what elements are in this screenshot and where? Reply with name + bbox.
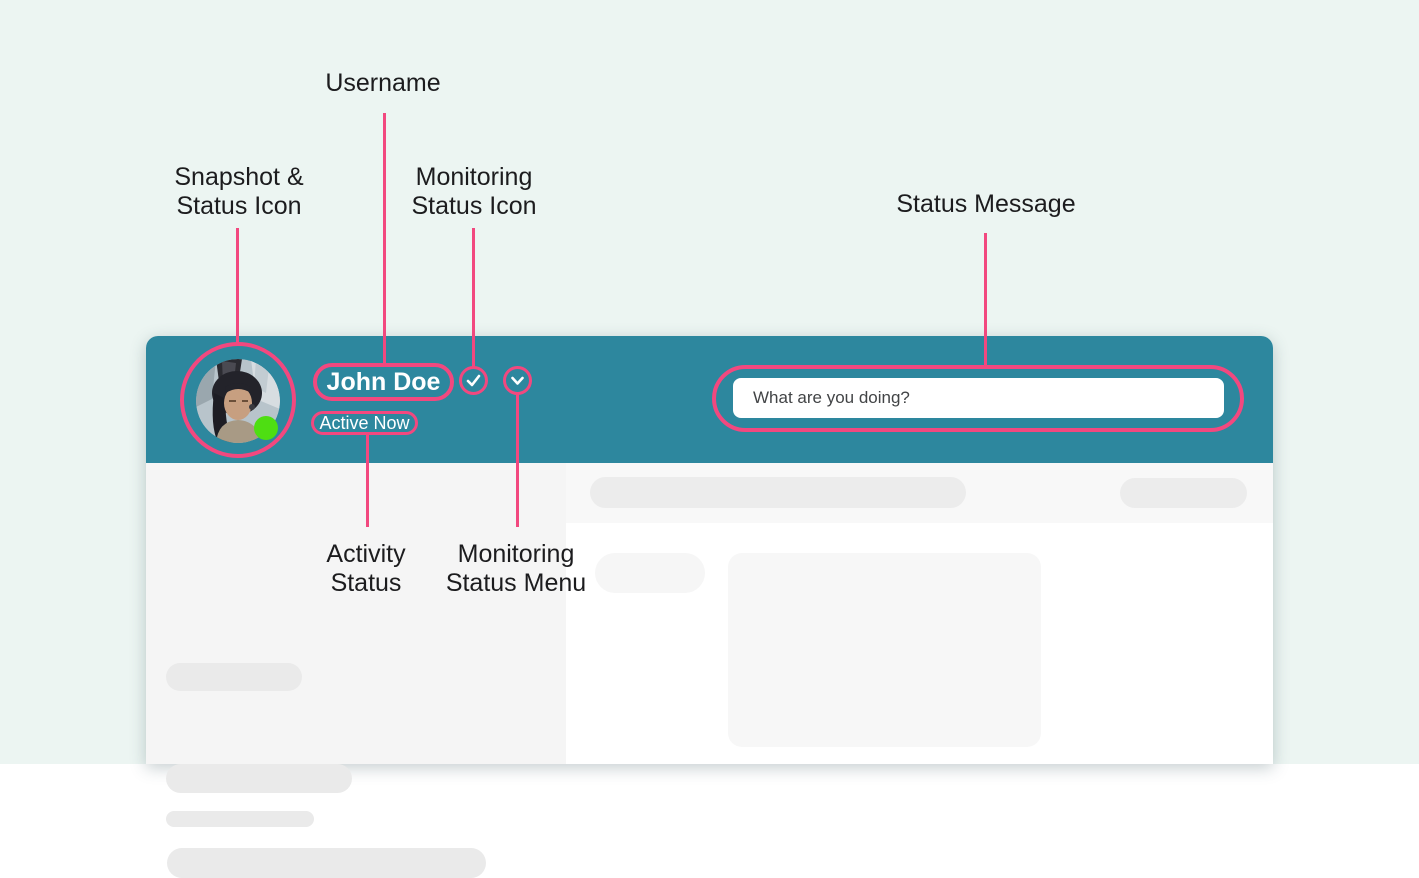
sidebar-placeholder-pill bbox=[166, 764, 352, 793]
callout-ring-chevron bbox=[503, 366, 532, 395]
sidebar-skeleton bbox=[146, 463, 566, 878]
callout-ring-activity bbox=[311, 411, 418, 435]
callout-label-monitoring-menu: Monitoring Status Menu bbox=[445, 540, 587, 597]
toolbar-skeleton bbox=[566, 463, 1273, 523]
callout-label-status-message: Status Message bbox=[896, 190, 1076, 218]
callout-label-monitoring-icon: Monitoring Status Icon bbox=[411, 163, 537, 220]
callout-label-username: Username bbox=[325, 69, 441, 97]
sidebar-placeholder-pill bbox=[167, 848, 486, 878]
app-window: John Doe Active Now bbox=[146, 336, 1273, 878]
status-message-input[interactable] bbox=[733, 378, 1224, 418]
sidebar-placeholder-pill bbox=[166, 811, 314, 827]
main-content-skeleton bbox=[566, 463, 1273, 764]
content-placeholder-block bbox=[728, 553, 1041, 747]
callout-ring-avatar bbox=[180, 342, 296, 458]
callout-ring-check bbox=[459, 366, 488, 395]
callout-line-username bbox=[383, 113, 386, 364]
callout-line-activity bbox=[366, 434, 369, 527]
toolbar-placeholder-pill bbox=[590, 477, 966, 508]
callout-label-activity-status: Activity Status bbox=[326, 540, 406, 597]
content-placeholder-pill bbox=[595, 553, 705, 593]
callout-line-monitoring-menu bbox=[516, 393, 519, 527]
callout-line-snapshot bbox=[236, 228, 239, 344]
callout-line-monitoring-icon bbox=[472, 228, 475, 368]
callout-ring-status-input bbox=[712, 365, 1244, 432]
toolbar-placeholder-pill bbox=[1120, 478, 1247, 508]
sidebar-placeholder-pill bbox=[166, 663, 302, 691]
callout-label-snapshot-status: Snapshot & Status Icon bbox=[174, 163, 304, 220]
callout-ring-username bbox=[313, 363, 454, 401]
callout-line-status-message bbox=[984, 233, 987, 365]
